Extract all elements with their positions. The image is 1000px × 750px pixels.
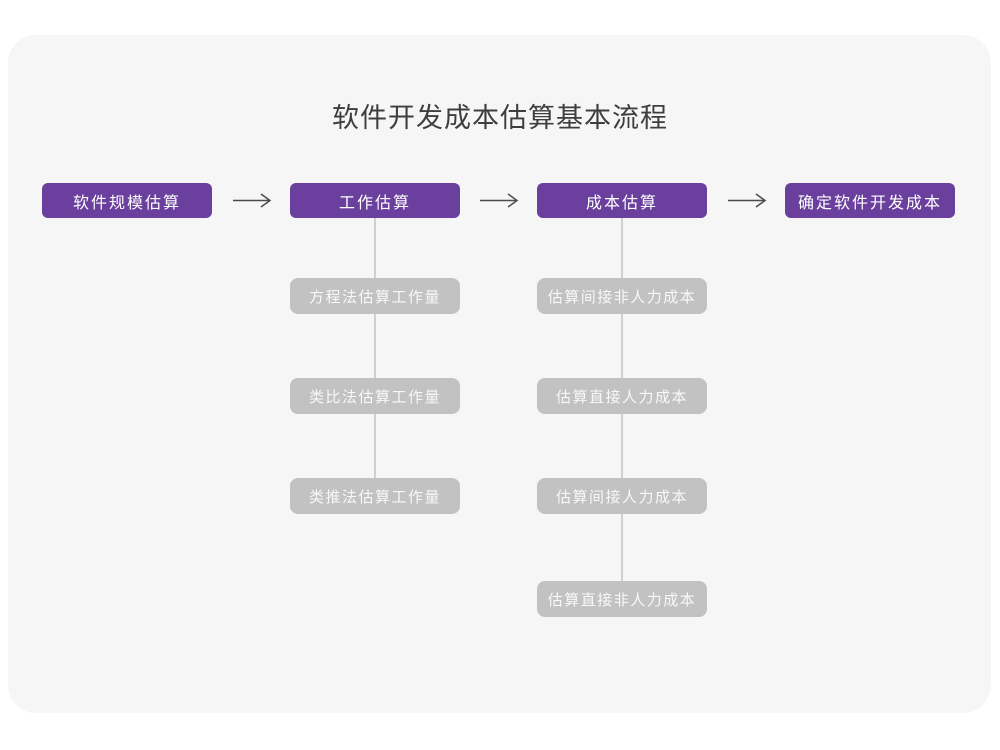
sub-step-equation-method: 方程法估算工作量 [290, 278, 460, 314]
sub-step-analogy-method: 类比法估算工作量 [290, 378, 460, 414]
arrow-right-icon [479, 192, 519, 209]
connector-line-work [374, 218, 376, 496]
arrow-right-icon [727, 192, 767, 209]
sub-step-direct-labor-cost: 估算直接人力成本 [537, 378, 707, 414]
sub-step-direct-nonlabor-cost: 估算直接非人力成本 [537, 581, 707, 617]
diagram-card [8, 35, 991, 713]
arrow-right-icon [232, 192, 272, 209]
sub-step-indirect-nonlabor-cost: 估算间接非人力成本 [537, 278, 707, 314]
flow-step-scale-estimation: 软件规模估算 [42, 183, 212, 218]
sub-step-indirect-labor-cost: 估算间接人力成本 [537, 478, 707, 514]
flow-step-final-cost: 确定软件开发成本 [785, 183, 955, 218]
flow-step-work-estimation: 工作估算 [290, 183, 460, 218]
sub-step-deduction-method: 类推法估算工作量 [290, 478, 460, 514]
page-title: 软件开发成本估算基本流程 [332, 103, 668, 133]
flow-step-cost-estimation: 成本估算 [537, 183, 707, 218]
